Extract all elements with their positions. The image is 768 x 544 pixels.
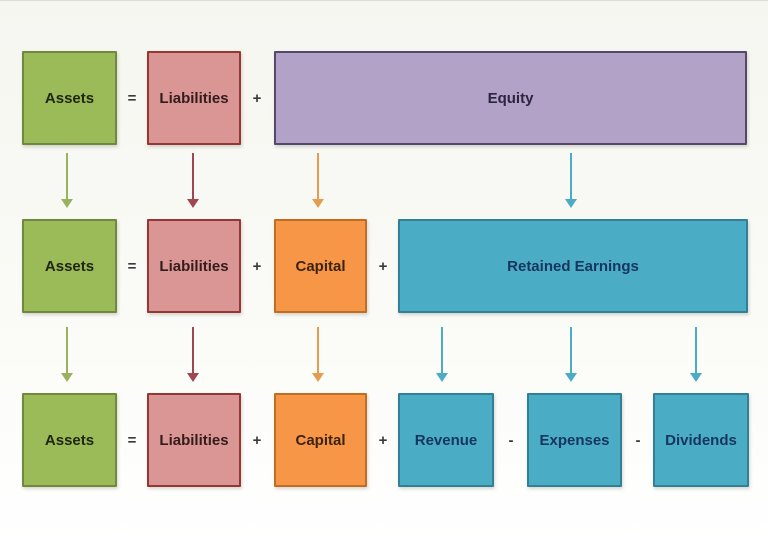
box-label: Expenses bbox=[539, 431, 610, 449]
box-assets-row2: Assets bbox=[22, 219, 117, 313]
down-arrow-icon bbox=[317, 153, 319, 199]
box-label: Revenue bbox=[414, 431, 478, 449]
box-label: Liabilities bbox=[159, 89, 229, 107]
box-label: Liabilities bbox=[159, 257, 229, 275]
down-arrow-icon bbox=[570, 153, 572, 199]
box-label: Liabilities bbox=[159, 431, 229, 449]
box-label: Assets bbox=[44, 89, 95, 107]
box-label: Retained Earnings bbox=[507, 257, 639, 275]
operator-plus-row1: + bbox=[252, 89, 262, 107]
box-dividends-row3: Dividends bbox=[653, 393, 749, 487]
operator-minus1-row3: - bbox=[508, 431, 514, 449]
operator-minus2-row3: - bbox=[635, 431, 641, 449]
box-label: Assets bbox=[44, 431, 95, 449]
box-capital-row2: Capital bbox=[274, 219, 367, 313]
box-label: Capital bbox=[295, 257, 346, 275]
down-arrow-icon bbox=[192, 153, 194, 199]
box-revenue-row3: Revenue bbox=[398, 393, 494, 487]
box-liabilities-row3: Liabilities bbox=[147, 393, 241, 487]
box-liabilities-row1: Liabilities bbox=[147, 51, 241, 145]
box-assets-row3: Assets bbox=[22, 393, 117, 487]
down-arrow-icon bbox=[317, 327, 319, 373]
operator-equals-row2: = bbox=[127, 257, 137, 275]
box-assets-row1: Assets bbox=[22, 51, 117, 145]
down-arrow-icon bbox=[192, 327, 194, 373]
box-label: Dividends bbox=[665, 431, 737, 449]
box-retained-earnings-row2: Retained Earnings bbox=[398, 219, 748, 313]
down-arrow-icon bbox=[695, 327, 697, 373]
operator-plus2-row2: + bbox=[378, 257, 388, 275]
operator-plus1-row3: + bbox=[252, 431, 262, 449]
operator-equals-row3: = bbox=[127, 431, 137, 449]
down-arrow-icon bbox=[570, 327, 572, 373]
down-arrow-icon bbox=[66, 327, 68, 373]
box-label: Equity bbox=[487, 89, 534, 107]
box-capital-row3: Capital bbox=[274, 393, 367, 487]
box-label: Capital bbox=[295, 431, 346, 449]
box-liabilities-row2: Liabilities bbox=[147, 219, 241, 313]
box-equity-row1: Equity bbox=[274, 51, 747, 145]
box-expenses-row3: Expenses bbox=[527, 393, 622, 487]
operator-equals-row1: = bbox=[127, 89, 137, 107]
operator-plus1-row2: + bbox=[252, 257, 262, 275]
operator-plus2-row3: + bbox=[378, 431, 388, 449]
down-arrow-icon bbox=[66, 153, 68, 199]
down-arrow-icon bbox=[441, 327, 443, 373]
box-label: Assets bbox=[44, 257, 95, 275]
